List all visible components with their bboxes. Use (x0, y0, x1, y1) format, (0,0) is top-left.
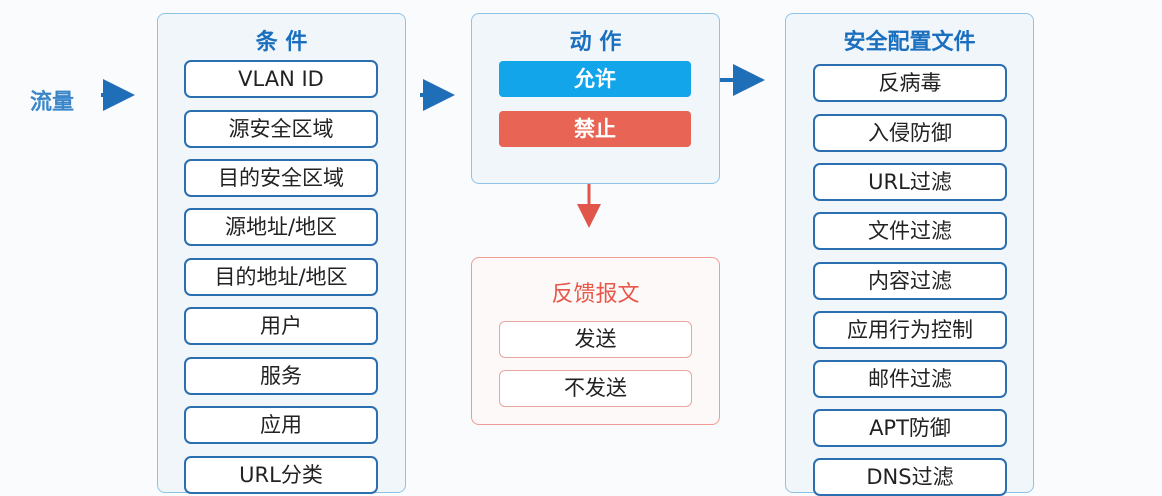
action-panel: 动 作 允许 禁止 (471, 13, 720, 184)
feedback-no-send[interactable]: 不发送 (499, 370, 692, 407)
profile-item[interactable]: 文件过滤 (813, 212, 1007, 250)
condition-item[interactable]: 源安全区域 (184, 110, 378, 148)
profile-item[interactable]: 邮件过滤 (813, 360, 1007, 398)
profiles-title: 安全配置文件 (843, 30, 976, 55)
condition-item[interactable]: 目的安全区域 (184, 159, 378, 197)
conditions-panel: 条 件 VLAN ID 源安全区域 目的安全区域 源地址/地区 目的地址/地区 … (157, 13, 406, 494)
condition-item[interactable]: 源地址/地区 (184, 208, 378, 246)
profile-item[interactable]: 内容过滤 (813, 262, 1007, 300)
conditions-title: 条 件 (255, 30, 308, 55)
feedback-send[interactable]: 发送 (499, 321, 692, 358)
feedback-panel: 反馈报文 发送 不发送 (471, 257, 720, 425)
security-profiles-panel: 安全配置文件 反病毒 入侵防御 URL过滤 文件过滤 内容过滤 应用行为控制 邮… (785, 13, 1034, 496)
action-title: 动 作 (569, 30, 622, 55)
traffic-label: 流量 (30, 90, 75, 115)
condition-item[interactable]: VLAN ID (184, 60, 378, 98)
profile-item[interactable]: 应用行为控制 (813, 311, 1007, 349)
profile-item[interactable]: DNS过滤 (813, 458, 1007, 496)
profile-item[interactable]: 入侵防御 (813, 114, 1007, 152)
condition-item[interactable]: 服务 (184, 357, 378, 395)
profile-item[interactable]: 反病毒 (813, 64, 1007, 102)
condition-item[interactable]: 用户 (184, 307, 378, 345)
condition-item[interactable]: 目的地址/地区 (184, 258, 378, 296)
feedback-title: 反馈报文 (551, 282, 640, 307)
deny-button[interactable]: 禁止 (499, 111, 691, 147)
condition-item[interactable]: 应用 (184, 406, 378, 444)
allow-button[interactable]: 允许 (499, 61, 691, 97)
profile-item[interactable]: APT防御 (813, 409, 1007, 447)
profile-item[interactable]: URL过滤 (813, 163, 1007, 201)
condition-item[interactable]: URL分类 (184, 456, 378, 494)
